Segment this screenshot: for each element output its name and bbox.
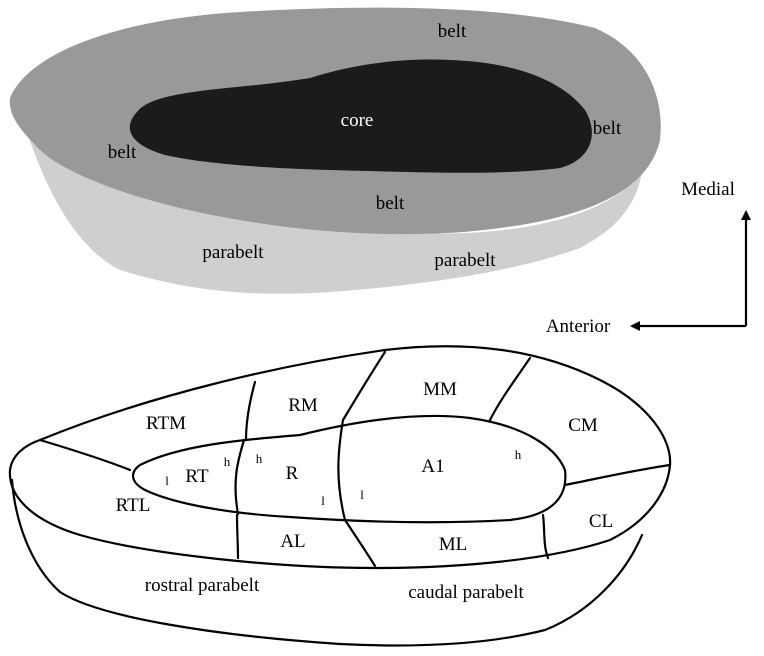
outer-boundary [8, 345, 672, 570]
core-boundary [132, 414, 567, 524]
top-diagram: core belt belt belt belt parabelt parabe… [9, 7, 661, 294]
anterior-label: Anterior [546, 316, 611, 337]
rostral-parabelt-label: rostral parabelt [145, 575, 260, 596]
gradient-a1-high: h [515, 447, 522, 462]
core-label: core [341, 110, 374, 131]
gradient-a1-low: l [360, 487, 364, 502]
divider-rtm-rm [244, 380, 257, 442]
divider-rm-mm [341, 350, 387, 422]
parabelt-label-right: parabelt [434, 250, 496, 271]
belt-label-bottom: belt [376, 193, 405, 214]
gradient-r-high: h [256, 451, 263, 466]
divider-r-a1 [337, 418, 347, 522]
parabelt-label-left: parabelt [202, 242, 264, 263]
divider-mm-cm [488, 356, 532, 422]
region-r: R [286, 463, 299, 484]
divider-al-ml [343, 518, 377, 568]
region-rtl: RTL [116, 495, 151, 516]
region-rt: RT [185, 466, 209, 487]
divider-ml-cl [541, 513, 550, 560]
caudal-parabelt-label: caudal parabelt [408, 582, 524, 603]
region-ml: ML [439, 534, 468, 555]
region-mm: MM [423, 379, 457, 400]
parabelt-boundary [10, 478, 644, 647]
region-rm: RM [288, 395, 318, 416]
belt-label-left: belt [108, 142, 137, 163]
belt-label-top: belt [438, 21, 467, 42]
divider-rtl-al [235, 513, 240, 560]
bottom-diagram: RTM RM MM CM RT R A1 RTL AL ML CL l h h … [8, 345, 672, 647]
belt-label-right: belt [593, 118, 622, 139]
divider-rt-r [234, 438, 246, 516]
region-cl: CL [589, 511, 613, 532]
gradient-rt-high: h [224, 454, 231, 469]
gradient-rt-low: l [165, 473, 169, 488]
gradient-r-low: l [321, 493, 325, 508]
core-region [129, 59, 592, 173]
region-a1: A1 [421, 456, 444, 477]
orientation-indicator: Medial Anterior [546, 179, 751, 337]
region-al: AL [280, 531, 305, 552]
region-cm: CM [568, 415, 598, 436]
region-rtm: RTM [146, 413, 186, 434]
divider-cm-cl [563, 463, 672, 487]
divider-rtm-rtl [38, 438, 132, 472]
medial-label: Medial [681, 179, 735, 200]
parabelt-region [28, 135, 642, 294]
